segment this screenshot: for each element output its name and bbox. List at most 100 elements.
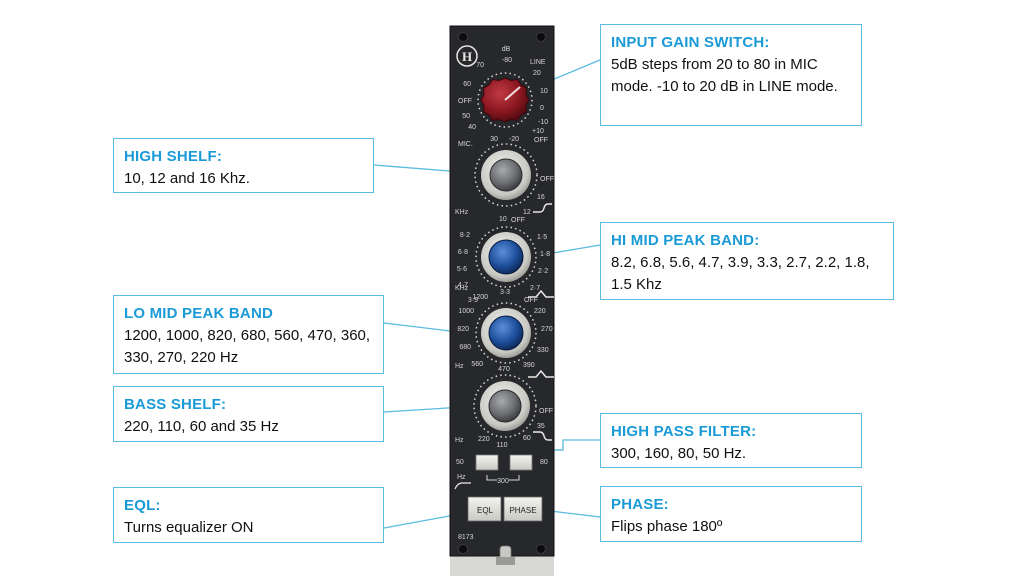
gain-tick-minus20: -20 [509,136,519,143]
screw-top-right [536,32,546,42]
lo-mid-1200: 1200 [472,294,488,301]
lo-mid-820: 820 [457,326,469,333]
callout-title: HIGH SHELF: [124,148,223,165]
hi-mid-unit: KHz [455,285,469,292]
callout-text: 220, 110, 60 and 35 Hz [124,418,279,435]
callout-title: BASS SHELF: [124,396,227,413]
hi-mid-2-7: 2·7 [530,285,540,292]
gain-tick-0: 0 [540,105,544,112]
hpf-unit: Hz [457,474,466,481]
high-shelf-knob[interactable] [489,158,523,192]
logo-letter: H [462,49,472,64]
screw-bottom-right [536,544,546,554]
phase-button[interactable]: PHASE [503,496,543,522]
lo-mid-680: 680 [459,344,471,351]
high-shelf-16: 16 [537,194,545,201]
lo-mid-section: OFF 1200 1000 820 680 560 220 270 330 39… [455,294,554,378]
callout-hi-mid: HI MID PEAK BAND: 8.2, 6.8, 5.6, 4.7, 3.… [600,222,894,300]
callout-phase: PHASE: Flips phase 180º [600,486,862,542]
hi-mid-5-6: 5·6 [457,266,467,273]
callout-hpf: HIGH PASS FILTER: 300, 160, 80, 50 Hz. [600,413,862,468]
gain-tick-20: 20 [533,70,541,77]
callout-title: EQL: [124,497,161,514]
hi-mid-1-8: 1·8 [540,251,550,258]
model-number: 8173 [458,534,474,541]
gain-tick-minus10: -10 [538,119,548,126]
hi-mid-6-8: 6·8 [458,249,468,256]
hpf-switch-left[interactable] [475,454,499,471]
hi-mid-3-3: 3·3 [500,289,510,296]
callout-title: PHASE: [611,496,669,513]
lo-mid-390: 390 [523,362,535,369]
callout-text: Turns equalizer ON [124,519,254,536]
lo-mid-knob[interactable] [488,315,524,351]
callout-lo-mid: LO MID PEAK BAND 1200, 1000, 820, 680, 5… [113,295,384,374]
lo-mid-220: 220 [534,308,546,315]
hi-mid-4-7: 4·7 [458,282,468,289]
bass-off: OFF [539,408,553,415]
bass-shelf-section: OFF 35 60 110 220 Hz [455,374,553,449]
hi-mid-off: OFF [511,217,525,224]
gain-tick-40: 40 [468,124,476,131]
callout-bass-shelf: BASS SHELF: 220, 110, 60 and 35 Hz [113,386,384,442]
bass-unit: Hz [455,437,464,444]
lo-mid-560: 560 [471,361,483,368]
lo-mid-peak-icon [528,369,554,378]
high-shelf-unit: KHz [455,209,469,216]
bass-220: 220 [478,436,490,443]
bass-shelf-curve-icon [533,431,552,441]
callout-high-shelf: HIGH SHELF: 10, 12 and 16 Khz. [113,138,374,193]
callout-text: Flips phase 180º [611,518,723,535]
gain-tick-minus80: -80 [502,57,512,64]
eq-panel [450,26,554,564]
callout-title: HIGH PASS FILTER: [611,423,757,440]
gain-off-right: OFF [534,137,548,144]
high-shelf-curve-icon [533,203,552,213]
callout-title: INPUT GAIN SWITCH: [611,34,770,51]
gain-tick-10: 10 [540,88,548,95]
gain-tick-30: 30 [490,136,498,143]
gain-db-label: dB [502,46,511,53]
phase-button-label: PHASE [509,506,536,515]
eql-button-label: EQL [477,506,494,515]
input-gain-section: dB -80 LINE 20 70 60 OFF 50 40 10 0 -10 … [458,46,548,148]
gain-tick-50: 50 [462,113,470,120]
brand-logo: H [456,45,478,67]
lo-mid-unit: Hz [455,363,464,370]
gain-off-left: OFF [458,98,472,105]
eql-button[interactable]: EQL [467,496,502,522]
callout-title: LO MID PEAK BAND [124,305,274,322]
hpf-50: 50 [456,459,464,466]
high-shelf-12: 12 [523,209,531,216]
lo-mid-330: 330 [537,347,549,354]
gain-tick-70: 70 [476,62,484,69]
hpf-switch-right[interactable] [509,454,533,471]
panel-bottom-edge [450,556,554,576]
callout-input-gain: INPUT GAIN SWITCH: 5dB steps from 20 to … [600,24,862,126]
gain-tick-60: 60 [463,81,471,88]
lo-mid-470: 470 [498,366,510,373]
callout-title: HI MID PEAK BAND: [611,232,760,249]
hi-mid-peak-icon [528,289,554,298]
callout-text: 5dB steps from 20 to 80 in MIC mode. -10… [611,56,838,95]
hi-mid-2-2: 2·2 [538,268,548,275]
hpf-300: 300 [497,478,509,485]
hi-mid-section: OFF 8·2 6·8 5·6 4·7 3·9 1·5 1·8 2·2 2·7 … [455,217,554,304]
lo-mid-off: OFF [524,297,538,304]
hi-mid-knob[interactable] [488,239,524,275]
bass-shelf-knob[interactable] [488,389,522,423]
screw-bottom-left [458,544,468,554]
hi-mid-1-5: 1·5 [537,234,547,241]
callout-text: 8.2, 6.8, 5.6, 4.7, 3.9, 3.3, 2.7, 2.2, … [611,254,870,293]
gain-mic-label: MIC. [458,141,473,148]
high-shelf-10: 10 [499,216,507,223]
hpf-curve-icon [454,482,471,490]
callout-text: 1200, 1000, 820, 680, 560, 470, 360, 330… [124,327,371,366]
lo-mid-270: 270 [541,326,553,333]
lo-mid-1000: 1000 [458,308,474,315]
hpf-80: 80 [540,459,548,466]
screws [458,32,546,554]
gain-line-label: LINE [530,59,546,66]
bass-35: 35 [537,423,545,430]
